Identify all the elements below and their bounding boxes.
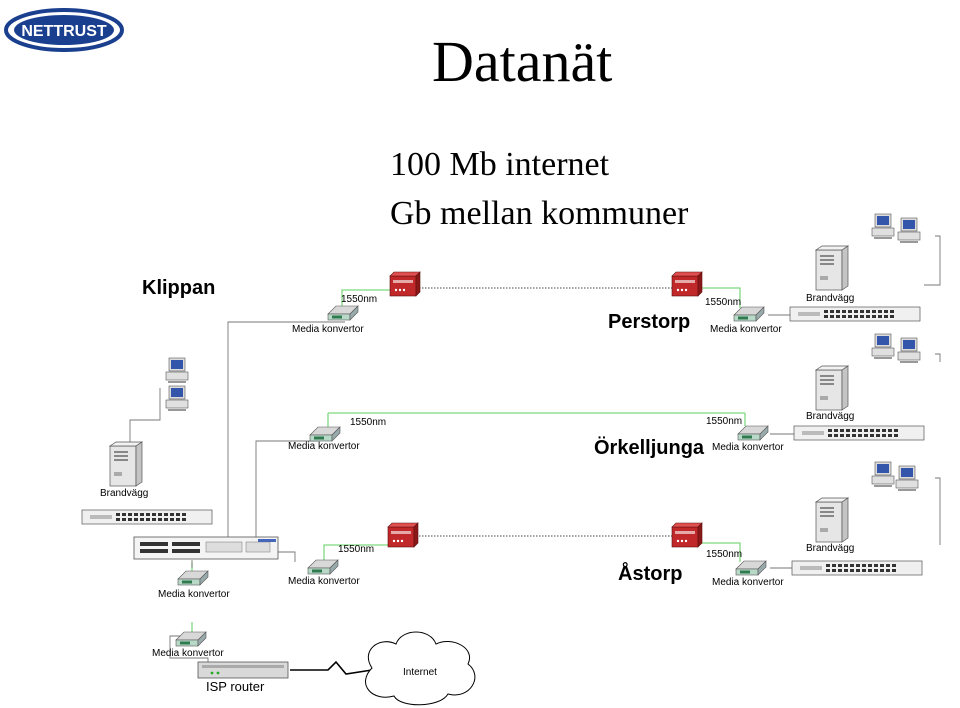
fiber-tranceiver-icon [389, 271, 421, 297]
logo-text: NETTRUST [21, 23, 107, 40]
switch-icon [791, 560, 923, 576]
media-converter-label: Media konvertor [158, 589, 230, 600]
computer-icon [897, 217, 921, 244]
isp-router-label: ISP router [206, 679, 265, 694]
subtitle-line-2: Gb mellan kommuner [390, 195, 689, 232]
switch-icon [789, 306, 921, 322]
media-converter-label: Media konvertor [710, 324, 782, 335]
place-perstorp: Perstorp [608, 311, 690, 333]
computer-icon [895, 465, 919, 492]
place-orkelljunga: Örkelljunga [594, 436, 705, 459]
firewall-label: Brandvägg [806, 293, 854, 304]
wavelength-label: 1550nm [350, 417, 386, 428]
media-converter-label: Media konvertor [288, 441, 360, 452]
firewall-label: Brandvägg [806, 543, 854, 554]
media-converter-icon [327, 305, 359, 321]
nettrust-logo: NETTRUST [4, 8, 124, 52]
computer-icon [897, 337, 921, 364]
server-icon [815, 365, 849, 411]
media-converter-label: Media konvertor [152, 648, 224, 659]
place-astorp: Åstorp [618, 561, 682, 585]
switch-icon [81, 509, 213, 525]
page-title: Datanät [432, 29, 613, 94]
media-converter-icon [733, 306, 765, 322]
wavelength-label: 1550nm [706, 416, 742, 427]
media-converter-icon [175, 631, 207, 647]
fiber-tranceiver-icon [387, 522, 419, 548]
wavelength-label: 1550nm [341, 294, 377, 305]
media-converter-label: Media konvertor [712, 442, 784, 453]
internet-label: Internet [403, 667, 437, 678]
server-icon [815, 245, 849, 291]
computer-icon [871, 333, 895, 360]
computer-icon [165, 385, 189, 412]
fiber-tranceiver-icon [671, 271, 703, 297]
media-converter-label: Media konvertor [712, 577, 784, 588]
media-converter-icon [735, 560, 767, 576]
media-converter-icon [737, 425, 769, 441]
core-switch-icon [133, 536, 279, 560]
subtitle-line-1: 100 Mb internet [390, 146, 610, 183]
wavelength-label: 1550nm [338, 544, 374, 555]
fiber-tranceiver-icon [671, 522, 703, 548]
media-converter-icon [307, 559, 339, 575]
computer-icon [165, 357, 189, 384]
server-icon [815, 497, 849, 543]
place-klippan: Klippan [142, 277, 215, 299]
firewall-label: Brandvägg [100, 488, 148, 499]
internet-cloud-icon [365, 631, 476, 706]
media-converter-label: Media konvertor [292, 324, 364, 335]
computer-icon [871, 461, 895, 488]
switch-icon [793, 425, 925, 441]
server-icon [109, 441, 143, 487]
wavelength-label: 1550nm [705, 297, 741, 308]
wavelength-label: 1550nm [706, 549, 742, 560]
computer-icon [871, 213, 895, 240]
media-converter-label: Media konvertor [288, 576, 360, 587]
media-converter-icon [309, 426, 341, 442]
router-icon [197, 661, 289, 679]
wan-link [290, 660, 373, 675]
media-converter-icon [177, 570, 209, 586]
firewall-label: Brandvägg [806, 411, 854, 422]
